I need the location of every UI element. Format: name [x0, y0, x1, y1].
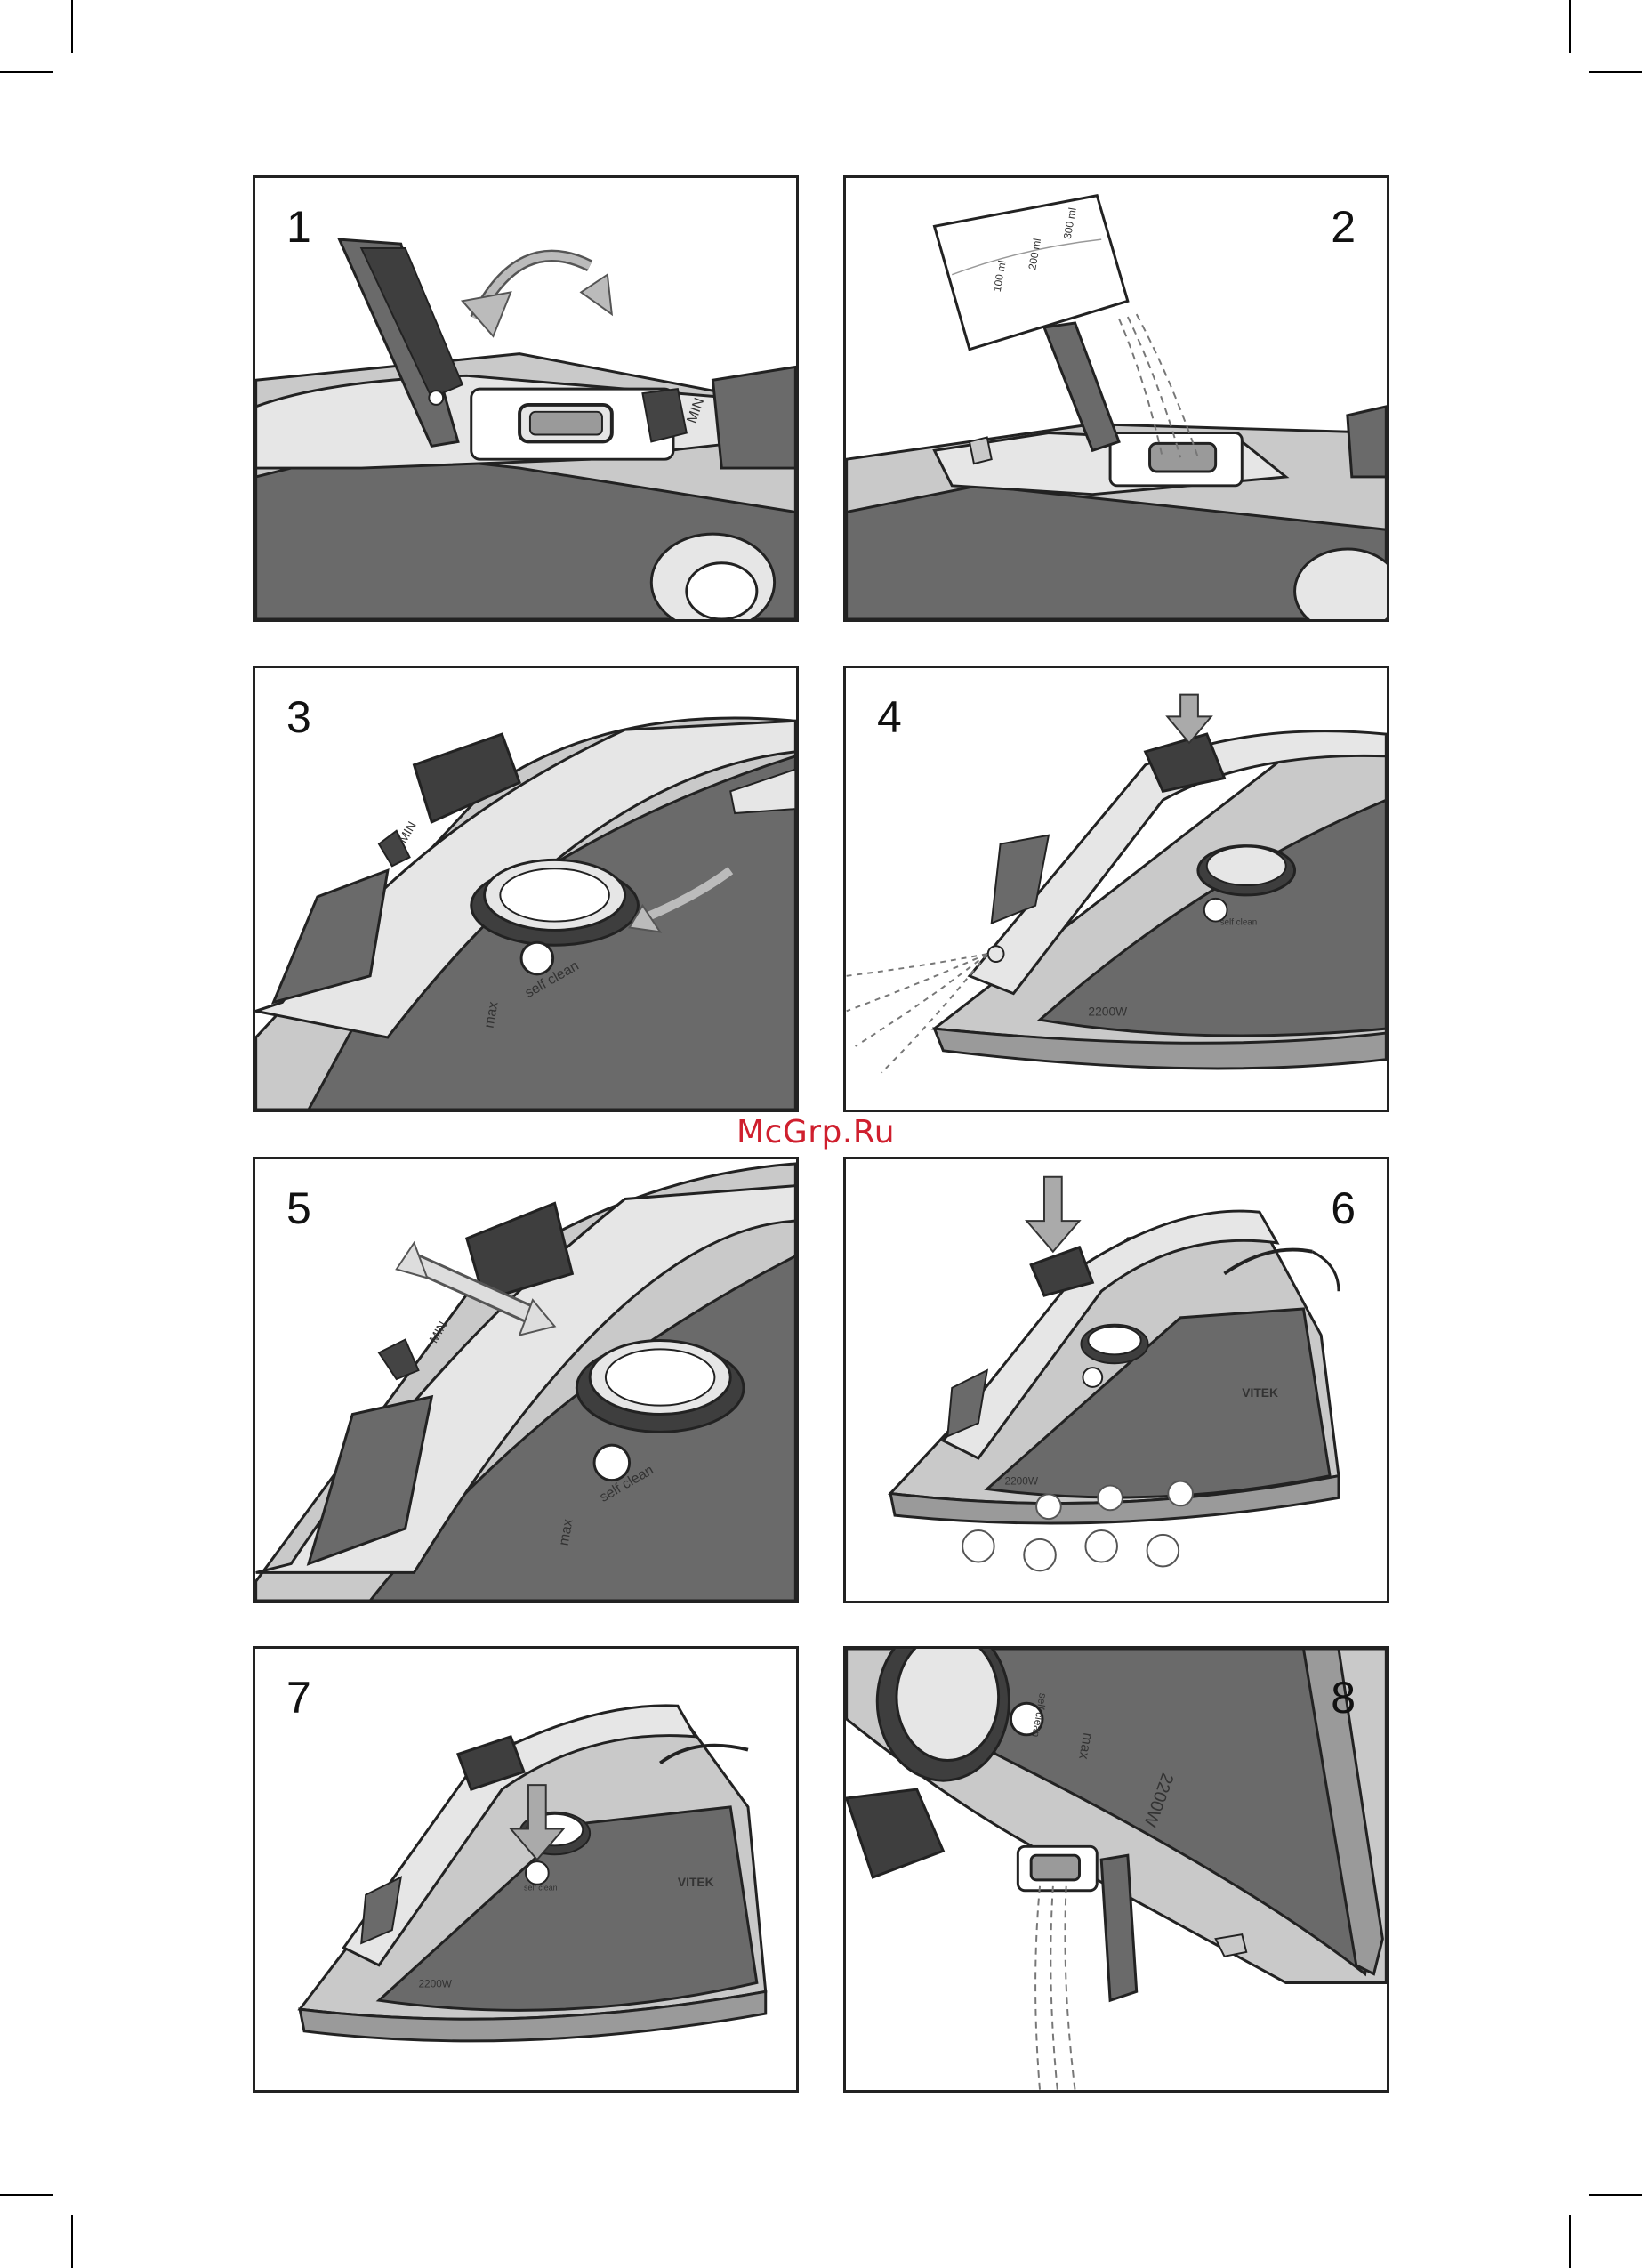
- step-number: 3: [286, 695, 311, 739]
- brand-label: VITEK: [678, 1875, 714, 1889]
- crop-mark: [1589, 2194, 1642, 2196]
- power-label: 2200W: [1088, 1004, 1127, 1018]
- self-clean-label: self clean: [1220, 918, 1258, 928]
- step-panel-7: 2200W VITEK self clean 7: [253, 1646, 799, 2093]
- crop-mark: [0, 71, 53, 73]
- step-panel-5: self clean max MIN 5: [253, 1157, 799, 1603]
- iron-temperature-dial-illustration: self clean max MIN: [255, 668, 796, 1110]
- brand-label: VITEK: [1242, 1385, 1278, 1400]
- step-panel-1: MIN 1: [253, 175, 799, 622]
- watermark-link[interactable]: McGrp.Ru: [736, 1114, 895, 1150]
- self-clean-label: self clean: [524, 1884, 558, 1893]
- crop-mark: [1569, 2215, 1571, 2268]
- power-label: 2200W: [1005, 1475, 1039, 1488]
- step-panel-6: 2200W VITEK 6: [843, 1157, 1389, 1603]
- iron-spray-illustration: 2200W self clean: [846, 668, 1387, 1110]
- step-number: 6: [1331, 1186, 1356, 1231]
- step-number: 4: [877, 695, 902, 739]
- step-number: 5: [286, 1186, 311, 1231]
- crop-mark: [0, 2194, 53, 2196]
- iron-steam-control-illustration: self clean max MIN: [255, 1159, 796, 1601]
- iron-self-clean-button-illustration: 2200W VITEK self clean: [255, 1649, 796, 2090]
- step-number: 1: [286, 205, 311, 249]
- iron-fill-lid-open-illustration: MIN: [255, 178, 796, 619]
- step-number: 2: [1331, 205, 1356, 249]
- power-label: 2200W: [418, 1977, 452, 1990]
- step-panel-3: self clean max MIN 3: [253, 666, 799, 1112]
- iron-pour-water-illustration: 300 ml 200 ml 100 ml: [846, 178, 1387, 619]
- crop-mark: [1589, 71, 1642, 73]
- crop-mark: [71, 2215, 73, 2268]
- iron-vertical-steam-illustration: 2200W VITEK: [846, 1159, 1387, 1601]
- step-number: 7: [286, 1675, 311, 1720]
- crop-mark: [71, 0, 73, 53]
- crop-mark: [1569, 0, 1571, 53]
- step-panel-8: 2200W max self clean 8: [843, 1646, 1389, 2093]
- step-panel-4: 2200W self clean 4: [843, 666, 1389, 1112]
- step-panel-2: 300 ml 200 ml 100 ml 2: [843, 175, 1389, 622]
- step-number: 8: [1331, 1675, 1356, 1720]
- iron-drain-water-illustration: 2200W max self clean: [846, 1649, 1387, 2090]
